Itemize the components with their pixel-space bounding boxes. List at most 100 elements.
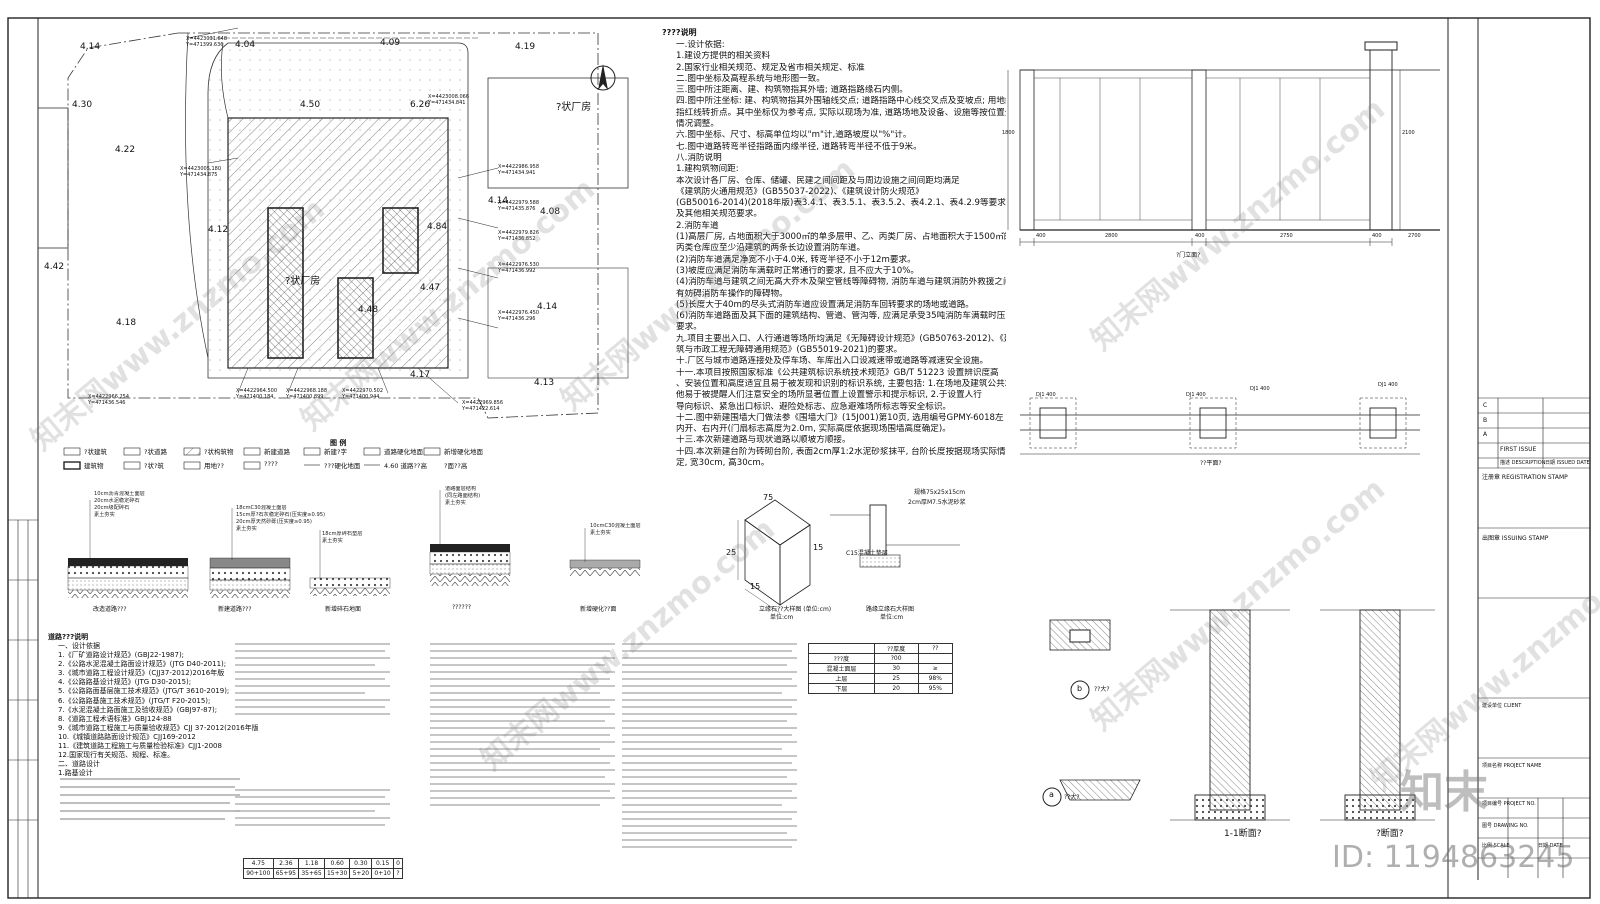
elevation-label: 4.13 [534,378,555,388]
curb2-mortar: 2cm厚M7.5水泥砂浆 [908,499,966,506]
plan-mark: DJ1 400 [1186,392,1206,398]
coord-label: Y=471436.852 [498,236,536,242]
elevation-label: 4.04 [235,40,256,50]
rev-row: A [1483,431,1488,438]
coord-label: X=4422979.588 [498,200,540,206]
spec-column-4 [622,643,797,848]
rev-date: 日期 ISSUED DATE [1545,460,1590,466]
gate-dim-v: 1800 [1002,130,1015,136]
curb-dim: 15 [813,543,824,552]
section-3-title: 新增碎石地面 [325,606,362,613]
factory-label: ?状厂房 [556,102,592,113]
notes-title: ????说明 [662,28,697,37]
gate-dim: 2800 [1105,233,1118,239]
scale-label: 比例 SCALE [1482,843,1510,849]
curb2-unit: 单位:cm [880,614,904,621]
legend-item: 新建道路 [264,448,290,456]
coord-label: Y=471434.875 [180,172,218,178]
elevation-label: 4.30 [72,100,93,110]
elevation-label: 4.48 [358,305,379,315]
section-5-title: 新增硬化??面 [580,606,617,613]
curb-unit: 单位:cm [770,614,794,621]
legend-item: ?状建筑 [84,448,107,456]
elevation-label: 4.14 [80,42,101,52]
gate-dim-v: 2100 [1402,130,1415,136]
section-2-label: ?断面? [1376,829,1404,839]
spec-column-3 [430,643,615,806]
detail-a-label: ??大? [1064,794,1080,801]
curb-dim: 25 [726,548,737,557]
section-3-layers: 18cm厚碎石垫层素土夯实 [322,531,363,544]
elevation-label: 4.08 [540,207,561,217]
detail-drawings [1042,609,1435,821]
building-label: ?状厂房 [285,276,321,287]
elevation-label: 4.18 [116,318,137,328]
coord-label: Y=471400.944 [342,394,380,400]
legend-item: 4.60 道路??高 [384,462,427,470]
coord-label: Y=471435.876 [498,206,536,212]
coord-label: X=4422966.254 [88,394,130,400]
coord-label: X=4423005.180 [180,166,222,172]
section-4-layers: 道路面层结构(同左路面结构) 素土夯实 [445,486,481,506]
coord-label: Y=471436.992 [498,268,536,274]
spec-column-2 [235,643,390,826]
legend-item: ?面??高 [444,462,468,470]
legend-item: ?状道路 [144,448,167,456]
elevation-label: 6.26 [410,100,431,110]
drawing-no: 图号 DRAWING NO. [1482,823,1529,829]
title-block-lines [1478,397,1590,878]
curb-dim: 15 [750,582,761,591]
gate-plan [1020,397,1420,455]
gate-plan-label: ??平面? [1200,460,1222,467]
coord-label: Y=471400.899 [286,394,324,400]
curb2-spec: 规格75x25x15cm [914,489,966,496]
elevation-label: 4.42 [44,262,65,272]
coord-label: X=4422968.188 [286,388,328,394]
project-label: 项目名称 PROJECT NAME [1482,763,1542,769]
date-label: 日期 DATE [1538,843,1563,849]
coord-label: X=4422964.500 [236,388,278,394]
coord-label: Y=471434.841 [428,100,466,106]
legend-title: 图 例 [330,439,347,447]
gate-dim: 2750 [1280,233,1293,239]
gate-dim: 400 [1372,233,1382,239]
brand-logo: 知末 [1400,767,1488,818]
elevation-label: 4.09 [380,38,401,48]
coord-label: Y=471436.546 [88,400,126,406]
gate-dim: 2700 [1408,233,1421,239]
legend-item: ?状构筑物 [204,448,234,456]
curb-detail [737,499,960,614]
legend-item: 新建?字 [324,448,347,456]
detail-a-marker: a [1049,790,1054,799]
coord-label: X=4422976.450 [498,310,540,316]
coord-label: Y=471399.636 [186,42,224,48]
coord-label: X=4423031.648 [186,36,228,42]
legend-item: ???? [264,460,278,468]
elevation-label: 4.14 [488,196,509,206]
section-1-1-label: 1-1断面? [1224,829,1262,839]
client-label: 建设单位 CLIENT [1482,703,1522,709]
coord-label: X=4422986.958 [498,164,540,170]
legend-item: 用地?? [204,462,224,470]
gate-dim: 400 [1195,233,1205,239]
elevation-label: 4.47 [420,283,441,293]
elevation-label: 4.22 [115,145,136,155]
elevation-label: 4.84 [427,222,448,232]
issuing-stamp: 出图章 ISSUING STAMP [1482,535,1549,542]
legend-item: 建筑物 [84,462,104,470]
elevation-label: 4.50 [300,100,321,110]
section-1-title: 改造道路??? [93,606,127,613]
registration-stamp: 注册章 REGISTRATION STAMP [1482,474,1568,481]
gate-elevation [1007,41,1440,246]
coord-label: X=4422979.826 [498,230,540,236]
rev-row: B [1483,417,1488,424]
site-plan [38,27,629,419]
project-no: 项目编号 PROJECT NO. [1482,801,1536,807]
plan-mark: DJ1 400 [1250,386,1270,392]
elevation-label: 4.17 [410,370,431,380]
